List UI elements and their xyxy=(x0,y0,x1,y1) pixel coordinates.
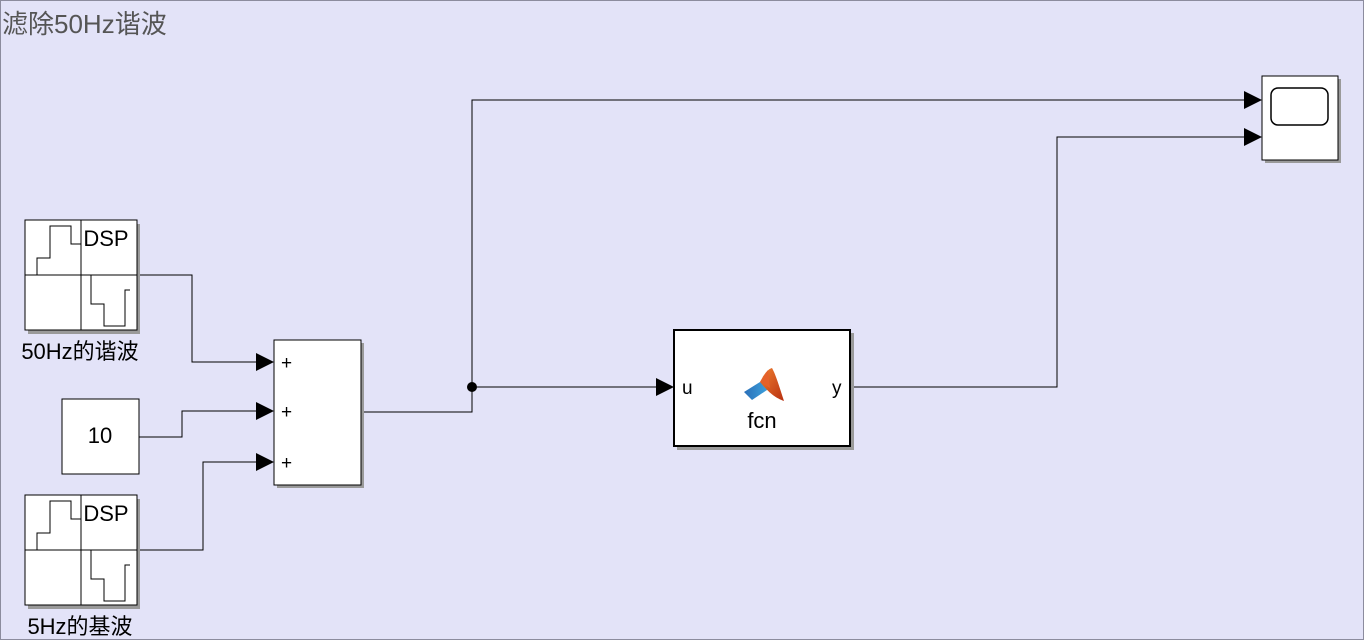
sine-5hz-label: 5Hz的基波 xyxy=(27,614,132,639)
constant-block[interactable]: 10 xyxy=(61,398,140,475)
signal-line-sum-output[interactable] xyxy=(362,387,473,413)
arrowhead-sum-in2 xyxy=(256,402,274,420)
sum-sign-2: + xyxy=(281,402,292,423)
signal-line-branch-to-scope[interactable] xyxy=(471,99,1246,387)
branch-point[interactable] xyxy=(467,382,477,392)
sum-sign-3: + xyxy=(281,453,292,474)
signal-line-constant-to-sum[interactable] xyxy=(139,410,258,438)
sum-block[interactable]: + + + xyxy=(273,339,364,488)
signal-line-fcn-to-scope[interactable] xyxy=(850,136,1246,388)
signal-line-50hz-to-sum[interactable] xyxy=(137,274,258,363)
fcn-name: fcn xyxy=(747,408,776,433)
arrowhead-sum-in1 xyxy=(256,353,274,371)
model-title: 滤除50Hz谐波 xyxy=(2,9,167,39)
fcn-output-port-label: y xyxy=(832,378,842,399)
matlab-logo-icon xyxy=(744,368,784,401)
arrowheads xyxy=(256,91,1262,471)
dsp-icon-text: DSP xyxy=(83,501,128,526)
constant-value: 10 xyxy=(88,423,112,448)
matlab-function-block[interactable]: u y fcn xyxy=(673,329,854,450)
fcn-input-port-label: u xyxy=(682,378,693,399)
sine-wave-block-5hz[interactable]: DSP xyxy=(24,494,140,609)
sine-50hz-label: 50Hz的谐波 xyxy=(21,339,138,364)
dsp-icon-text: DSP xyxy=(83,226,128,251)
arrowhead-scope-in2 xyxy=(1244,128,1262,146)
sum-sign-1: + xyxy=(281,353,292,374)
arrowhead-scope-in1 xyxy=(1244,91,1262,109)
arrowhead-sum-in3 xyxy=(256,453,274,471)
scope-block[interactable] xyxy=(1261,75,1341,163)
dsp-waveform-icon xyxy=(36,225,130,327)
sine-wave-block-50hz[interactable]: DSP xyxy=(24,219,140,334)
signal-line-5hz-to-sum[interactable] xyxy=(137,461,258,551)
signal-lines[interactable] xyxy=(137,99,1246,551)
scope-display-icon xyxy=(1270,87,1329,126)
dsp-waveform-icon xyxy=(36,500,130,602)
arrowhead-fcn-in xyxy=(656,378,674,396)
